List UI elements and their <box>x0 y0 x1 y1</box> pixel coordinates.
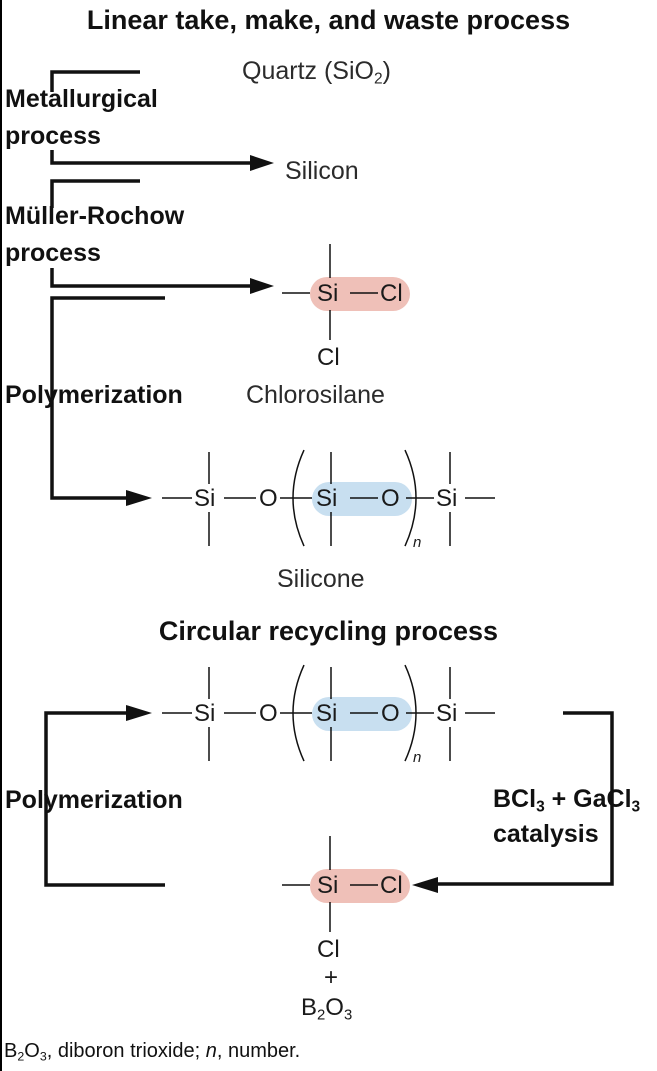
circular-silicone-highlight <box>312 697 412 731</box>
b2o3-label: B2O3 <box>301 994 353 1024</box>
catalysis-arrow-line <box>435 711 614 886</box>
arrowhead-silicon <box>250 155 274 171</box>
quartz-label: Quartz (SiO2) <box>242 57 391 88</box>
metallurgical-arrow-line <box>50 150 255 165</box>
circular-chlorosilane-highlight <box>310 869 410 903</box>
circular-silicone-si-atom-center: Si <box>316 700 338 727</box>
arrowhead-chlorosilane <box>250 278 274 294</box>
linear-process-title: Linear take, make, and waste process <box>86 5 571 35</box>
circular-chlorosilane-si-atom: Si <box>317 872 339 899</box>
footnote: B2O3, diboron trioxide; n, number. <box>4 1040 301 1064</box>
arrowhead-circular-silicone <box>126 705 152 721</box>
circular-silicone-structure <box>162 664 495 762</box>
catalysis-label: BCl3 + GaCl3 catalysis <box>493 785 641 848</box>
silicone-si-atom-left: Si <box>194 485 216 512</box>
metallurgical-arrow-start <box>50 70 140 92</box>
linear-polymerization-line <box>50 296 165 500</box>
circular-silicone-repeat-n: n <box>413 749 422 766</box>
silicone-si-atom-center: Si <box>316 485 338 512</box>
silicone-si-atom-right: Si <box>436 485 458 512</box>
circular-silicone-si-atom-left: Si <box>194 700 216 727</box>
muller-rochow-process-label: Müller-Rochow process <box>5 202 185 267</box>
silicone-highlight <box>312 482 412 516</box>
circular-silicone-o-atom-left: O <box>259 700 278 727</box>
circular-chlorosilane-structure <box>282 836 410 932</box>
silicone-repeat-n: n <box>413 534 422 551</box>
circular-chlorosilane-cl-atom: Cl <box>380 872 403 899</box>
circular-silicone-si-atom-right: Si <box>436 700 458 727</box>
chlorosilane-si-atom: Si <box>317 280 339 307</box>
silicone-label: Silicone <box>277 565 365 593</box>
arrowhead-circular-chlorosilane <box>412 877 438 893</box>
circular-silicone-o-atom-center: O <box>381 700 400 727</box>
metallurgical-process-label: Metallurgical process <box>5 85 158 150</box>
circular-polymerization-label: Polymerization <box>5 786 183 814</box>
chlorosilane-cl-atom: Cl <box>380 280 403 307</box>
muller-arrow-line <box>50 268 255 288</box>
silicone-o-atom-left: O <box>259 485 278 512</box>
circular-process-title: Circular recycling process <box>158 616 499 646</box>
plus-sign: + <box>324 964 339 991</box>
chlorosilane-structure <box>282 244 410 340</box>
silicon-label: Silicon <box>285 157 359 185</box>
chlorosilane-bottom-cl-atom: Cl <box>317 344 340 371</box>
circular-polymerization-line <box>44 711 165 887</box>
linear-polymerization-label: Polymerization <box>5 381 183 409</box>
muller-arrow-start <box>50 179 140 208</box>
arrowhead-silicone <box>126 490 152 506</box>
chlorosilane-label: Chlorosilane <box>246 381 385 409</box>
circular-chlorosilane-bottom-cl-atom: Cl <box>317 936 340 963</box>
silicone-structure <box>162 449 495 547</box>
chlorosilane-highlight <box>310 277 410 311</box>
silicone-o-atom-center: O <box>381 485 400 512</box>
